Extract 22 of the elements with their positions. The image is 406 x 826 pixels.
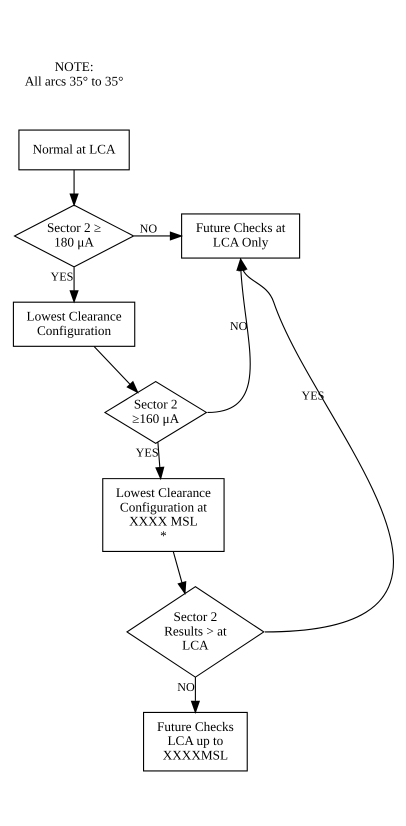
arrow	[133, 231, 183, 241]
edge-label: YES	[50, 270, 73, 284]
node-box: Normal at LCA	[18, 130, 130, 170]
arrow	[93, 346, 138, 394]
edge-label: YES	[135, 446, 158, 460]
label: All arcs 35° to 35°	[24, 74, 123, 89]
arrow	[154, 442, 164, 480]
node-diamond: Sector 2 Results > at LCA	[126, 586, 264, 678]
arrow	[172, 551, 186, 596]
edge-label: NO	[176, 680, 194, 694]
node-box: Future Checks LCA up to XXXXMSL	[142, 712, 248, 772]
node-box: Lowest Clearance Configuration	[12, 302, 135, 347]
node-box: Lowest Clearance Configuration at XXXX MSL *	[102, 478, 224, 552]
arrow	[238, 258, 393, 632]
arrow	[190, 677, 200, 714]
label: NOTE:	[54, 59, 94, 74]
arrow	[68, 170, 78, 207]
arrow	[68, 267, 78, 304]
edge-label: NO	[229, 318, 247, 333]
node-box: Future Checks at LCA Only	[180, 213, 300, 259]
edge-label: NO	[139, 221, 157, 236]
node-diamond: Sector 2 ≥ 180 μA	[12, 204, 134, 268]
